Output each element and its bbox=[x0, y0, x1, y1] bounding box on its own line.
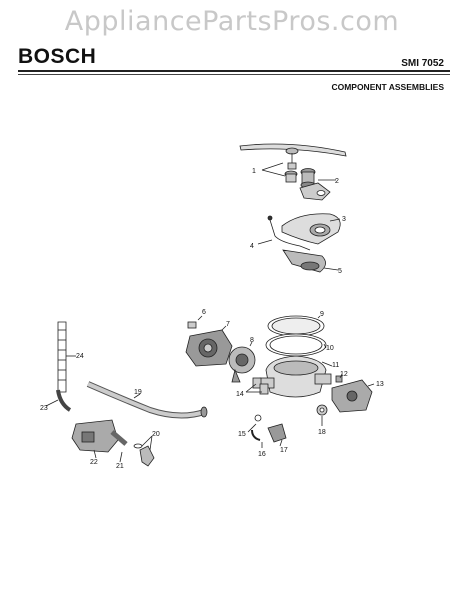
callout-22: 22 bbox=[90, 459, 98, 466]
watermark: AppliancePartsPros.com bbox=[64, 6, 400, 37]
callout-21: 21 bbox=[116, 463, 124, 470]
callout-4: 4 bbox=[250, 243, 254, 250]
callout-3: 3 bbox=[342, 216, 346, 223]
model-number: SMI 7052 bbox=[401, 58, 444, 69]
callout-10: 10 bbox=[326, 345, 334, 352]
callout-11: 11 bbox=[332, 362, 339, 369]
callout-13: 13 bbox=[376, 381, 384, 388]
pump-assembly bbox=[185, 315, 375, 448]
page-subtitle: COMPONENT ASSEMBLIES bbox=[331, 82, 444, 92]
callout-15: 15 bbox=[238, 431, 246, 438]
callout-6: 6 bbox=[202, 309, 206, 316]
hose-valve-assembly bbox=[45, 321, 208, 467]
callout-17: 17 bbox=[280, 447, 288, 454]
callout-12: 12 bbox=[340, 371, 348, 378]
callout-23: 23 bbox=[40, 405, 48, 412]
callout-8: 8 bbox=[250, 337, 254, 344]
callout-19: 19 bbox=[134, 389, 142, 396]
callout-labels: 1 2 3 4 5 6 7 8 9 10 11 12 13 14 15 16 1… bbox=[40, 168, 384, 470]
callout-1: 1 bbox=[252, 168, 256, 175]
callout-16: 16 bbox=[258, 451, 266, 458]
header-rule bbox=[18, 70, 450, 72]
header-rule-thin bbox=[18, 74, 450, 75]
filter-assembly bbox=[257, 213, 341, 273]
callout-14: 14 bbox=[236, 391, 244, 398]
callout-5: 5 bbox=[338, 268, 342, 275]
brand-logo: BOSCH bbox=[18, 45, 97, 68]
callout-7: 7 bbox=[226, 321, 230, 328]
callout-2: 2 bbox=[335, 178, 339, 185]
callout-20: 20 bbox=[152, 431, 160, 438]
callout-18: 18 bbox=[318, 429, 326, 436]
callout-24: 24 bbox=[76, 353, 84, 360]
spray-arm-assembly bbox=[239, 143, 347, 201]
callout-9: 9 bbox=[320, 311, 324, 318]
